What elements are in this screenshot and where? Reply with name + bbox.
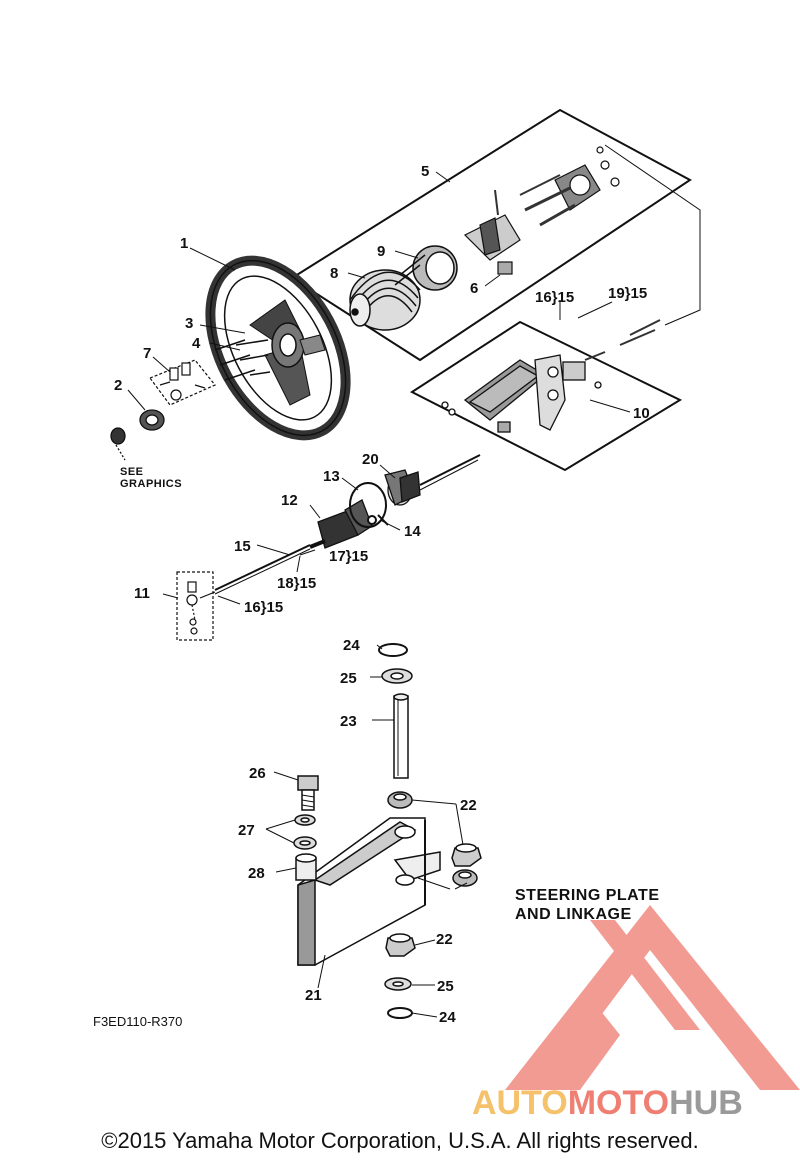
callout-23: 23: [340, 713, 357, 730]
hub-mechanism: [463, 146, 620, 275]
callout-24-bottom: 24: [439, 1009, 456, 1026]
watermark-auto: AUTO: [472, 1084, 568, 1122]
callout-5: 5: [421, 163, 429, 180]
callout-9: 9: [377, 243, 385, 260]
callout-28: 28: [248, 865, 265, 882]
assembly-box-10: [410, 320, 683, 472]
nut-2: [110, 409, 165, 461]
assembly-box-5: [290, 108, 692, 362]
watermark-text: AUTOMOTOHUB: [472, 1084, 743, 1122]
callout-11: 11: [134, 585, 150, 602]
steering-plate-bracket: [441, 319, 661, 433]
section-title-line2: AND LINKAGE: [515, 906, 632, 923]
steering-cable-15: [214, 539, 326, 595]
washers-27-28: [293, 814, 413, 1019]
callout-labels: 1 2 3 4 5 6 7 8 9 10 11 12 13 14 15 16}1…: [114, 163, 650, 1026]
callout-6: 6: [470, 280, 478, 297]
diagram-code: F3ED110-R370: [93, 1014, 182, 1029]
callout-27: 27: [238, 822, 255, 839]
studs-3-4: [214, 339, 256, 381]
watermark-logo: [505, 905, 800, 1090]
callout-7: 7: [143, 345, 151, 362]
watermark-hub: HUB: [669, 1084, 743, 1122]
callout-26: 26: [249, 765, 266, 782]
leader-lines: [127, 171, 631, 1018]
callout-25-bottom: 25: [437, 978, 454, 995]
callout-10: 10: [633, 405, 650, 422]
see-graphics-note-line2: GRAPHICS: [120, 478, 182, 490]
callout-14: 14: [404, 523, 421, 540]
steering-wheel: [205, 255, 351, 441]
callout-12: 12: [281, 492, 298, 509]
callout-13: 13: [323, 468, 340, 485]
callout-25-top: 25: [340, 670, 357, 687]
section-title-line1: STEERING PLATE: [515, 887, 660, 904]
callout-3: 3: [185, 315, 193, 332]
watermark-moto: MOTO: [568, 1084, 669, 1122]
bushings-22: [385, 791, 482, 957]
hub-collar: [394, 245, 458, 291]
callout-19: 19}15: [608, 285, 647, 302]
cable-end-11: [176, 571, 216, 641]
bellows-12: [317, 499, 373, 549]
callout-21: 21: [305, 987, 322, 1004]
copyright-footer: ©2015 Yamaha Motor Corporation, U.S.A. A…: [101, 1128, 699, 1153]
callout-20: 20: [362, 451, 379, 468]
see-graphics-note-line1: SEE: [120, 466, 144, 478]
callout-22-top: 22: [460, 797, 477, 814]
shaft-stack: [378, 643, 413, 779]
callout-15: 15: [234, 538, 251, 555]
callout-16-top: 16}15: [535, 289, 574, 306]
callout-17: 17}15: [329, 548, 368, 565]
callout-22-bottom: 22: [436, 931, 453, 948]
bolt-26: [297, 775, 319, 811]
callout-18: 18}15: [277, 575, 316, 592]
callout-2: 2: [114, 377, 122, 394]
callout-16-bottom: 16}15: [244, 599, 283, 616]
callout-1: 1: [180, 235, 188, 252]
hardware-group-7: [149, 359, 216, 406]
callout-24-top: 24: [343, 637, 360, 654]
callout-8: 8: [330, 265, 338, 282]
steering-plate-21: [297, 817, 441, 966]
hub-cylinder: [349, 269, 421, 331]
boot-20: [384, 454, 481, 506]
connector-line: [604, 144, 701, 326]
callout-4: 4: [192, 335, 201, 352]
